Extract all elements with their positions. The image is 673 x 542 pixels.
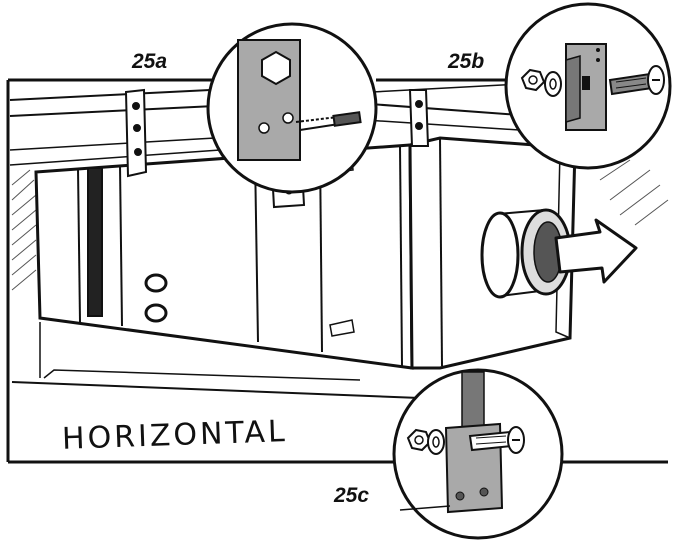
bolt-icon bbox=[608, 65, 665, 96]
detail-callout-25c bbox=[392, 368, 564, 540]
washer-icon bbox=[544, 71, 562, 97]
airflow-arrow-icon bbox=[554, 218, 638, 284]
hanger-strap-left bbox=[124, 88, 148, 178]
washer-icon bbox=[427, 429, 445, 455]
hanger-strap-right bbox=[408, 89, 430, 147]
mounting-bracket-icon bbox=[237, 39, 301, 161]
scene-frame bbox=[6, 78, 668, 464]
detail-callout-25a bbox=[206, 22, 378, 194]
hanger-strap bbox=[461, 371, 485, 433]
bolt-icon bbox=[468, 426, 525, 454]
nut-icon bbox=[520, 68, 546, 92]
callout-label-25c: 25c bbox=[334, 484, 370, 507]
callout-label-25b: 25b bbox=[448, 50, 485, 73]
mounting-bracket-icon bbox=[565, 43, 607, 131]
duct-collar bbox=[480, 208, 572, 299]
floor-lines bbox=[11, 322, 421, 399]
wall-hatching bbox=[11, 159, 669, 291]
detail-callout-25b bbox=[504, 2, 672, 170]
bolt-icon bbox=[295, 111, 362, 131]
callout-label-25a: 25a bbox=[132, 50, 168, 73]
